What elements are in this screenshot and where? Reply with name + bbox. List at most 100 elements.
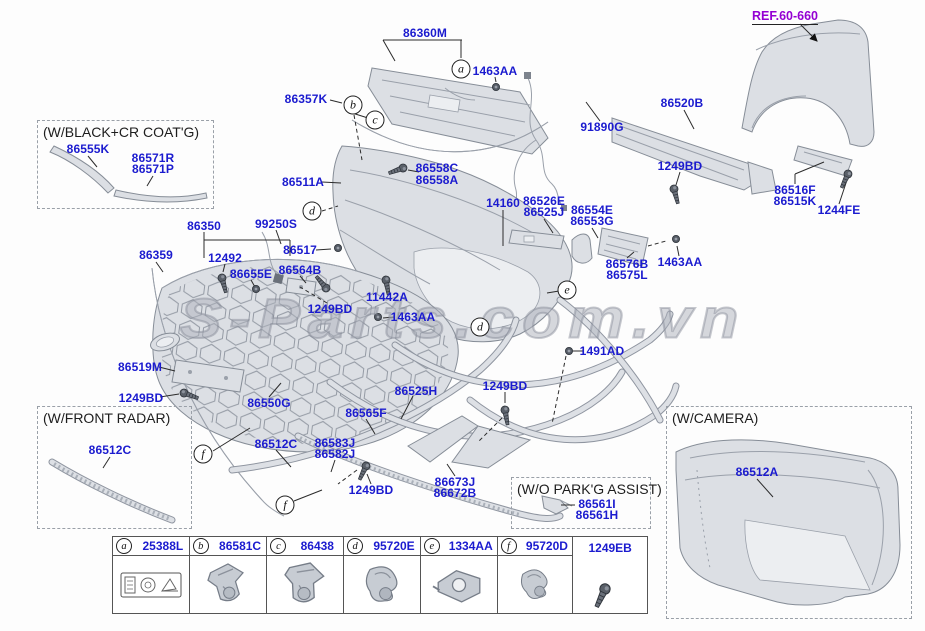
no-park-bracket-drawing xyxy=(541,495,573,515)
legend-part-number: 1249EB xyxy=(588,541,632,555)
legend-part-number: 95720E xyxy=(373,539,415,553)
part-label: 86583J xyxy=(314,436,356,450)
part-label: 86558C xyxy=(415,161,459,175)
bumper-reinforcement-drawing xyxy=(611,117,777,195)
part-label: 86512C xyxy=(88,443,132,457)
part-label: 86511A xyxy=(282,175,324,189)
part-label: 86565F xyxy=(345,406,387,420)
part-label: 86554E xyxy=(571,203,613,217)
legend-cell-c: c 86438 xyxy=(267,537,345,613)
hood-latch-detail-drawing xyxy=(444,87,476,101)
part-label: 1249BD xyxy=(118,391,164,405)
part-label: 86519M xyxy=(118,360,162,374)
part-label: 86575L xyxy=(606,268,648,282)
ref-link[interactable]: REF.60-660 xyxy=(752,9,819,25)
callout-f: f xyxy=(193,444,213,464)
part-label: 86512A xyxy=(735,465,779,479)
fender-drawing xyxy=(741,19,875,147)
legend-letter: e xyxy=(423,538,440,554)
part-label: 86520B xyxy=(660,96,704,110)
part-label: 12492 xyxy=(208,251,242,265)
callout-e: e xyxy=(557,280,577,300)
clip-glyph xyxy=(671,234,681,244)
part-label: 86517 xyxy=(283,243,317,257)
clip-icon xyxy=(279,559,327,606)
emblem-drawing xyxy=(150,332,180,352)
legend-letter: f xyxy=(500,538,517,554)
option-box-front-radar: (W/FRONT RADAR) xyxy=(37,406,192,529)
radiator-grille-drawing xyxy=(152,258,459,453)
clip-glyph xyxy=(491,82,501,92)
option-box-title: (W/FRONT RADAR) xyxy=(43,410,171,426)
clip-icon xyxy=(207,562,244,601)
part-label: 86553G xyxy=(570,214,614,228)
center-skid-plate-drawing xyxy=(294,432,564,522)
legend-cell-b: b 86581C xyxy=(189,537,268,613)
option-box-no-park-assist: (W/O PARK'G ASSIST) xyxy=(511,477,662,529)
leader-lines-layer xyxy=(87,23,854,600)
legend-part-number: 25388L xyxy=(142,539,184,553)
part-label: 86359 xyxy=(139,248,173,262)
part-label: 86512C xyxy=(254,437,298,451)
part-label: 86525J xyxy=(523,205,565,219)
legend-part-number: 1334AA xyxy=(448,539,493,553)
radiator-upper-cover-drawing xyxy=(367,67,549,155)
bumper-fin-drawing xyxy=(407,415,532,469)
part-label: 86360M xyxy=(403,26,447,40)
callout-d: d xyxy=(302,201,322,221)
part-label: 1463AA xyxy=(657,255,703,269)
front-radar-skid-drawing xyxy=(48,458,176,524)
part-label: 86555K xyxy=(66,142,110,156)
part-label: 86526E xyxy=(523,194,565,208)
legend-cell-extra: 1249EB xyxy=(573,537,647,613)
part-label: 86571R xyxy=(131,151,175,165)
lower-garnish-drawing xyxy=(228,316,520,474)
legend-part-number: 95720D xyxy=(525,539,568,553)
part-label: 91890G xyxy=(580,120,624,134)
option-box-title: (W/O PARK'G ASSIST) xyxy=(517,481,662,497)
legend-cell-e: e 1334AA xyxy=(420,537,498,613)
part-label: 86558A xyxy=(415,173,459,187)
part-label: 86564B xyxy=(278,263,322,277)
part-label: 86525H xyxy=(394,384,438,398)
screw-icon xyxy=(591,581,613,610)
part-label: 86582J xyxy=(314,447,356,461)
legend-cell-d: d 95720E xyxy=(344,537,421,613)
legend-cell-f: f 95720D xyxy=(497,537,574,613)
option-box-black-coat: (W/BLACK+CR COAT'G) xyxy=(37,120,214,209)
option-box-title: (W/BLACK+CR COAT'G) xyxy=(43,124,200,140)
part-label: 1244FE xyxy=(817,203,861,217)
part-label: 86550G xyxy=(247,396,291,410)
legend-letter: a xyxy=(116,538,132,554)
fender-bracket-drawing xyxy=(793,145,853,177)
legend-letter: c xyxy=(270,538,287,554)
legend-letter: d xyxy=(347,538,364,554)
camera-bumper-drawing xyxy=(675,439,901,606)
part-label: 86673J xyxy=(434,475,476,489)
part-label: 86672B xyxy=(433,486,477,500)
side-bracket-drawings xyxy=(571,227,649,267)
weatherstrip-drawing xyxy=(351,119,549,153)
part-label: 99250S xyxy=(255,217,297,231)
callout-d: d xyxy=(470,317,490,337)
part-label: 86655E xyxy=(230,267,272,281)
part-label: 86571P xyxy=(132,162,174,176)
part-label: 1463AA xyxy=(472,64,518,78)
part-label: 86516F xyxy=(774,183,816,197)
part-label: 86561H xyxy=(575,508,619,522)
legend-part-number: 86581C xyxy=(219,539,262,553)
part-label: 86515K xyxy=(773,194,817,208)
bumper-molding-strips-drawing xyxy=(326,296,680,444)
option-box-title: (W/CAMERA) xyxy=(672,410,759,426)
callout-a: a xyxy=(451,59,471,79)
part-label: 14160 xyxy=(486,196,520,210)
clip-glyph xyxy=(333,243,343,253)
part-label: 1463AA xyxy=(390,310,436,324)
callout-b: b xyxy=(343,95,363,115)
clip-icon xyxy=(518,566,551,601)
u-nut-icon xyxy=(431,569,481,603)
bracket-14160-drawing xyxy=(508,229,565,250)
watermark: S-Parts.com.vn xyxy=(178,286,746,351)
